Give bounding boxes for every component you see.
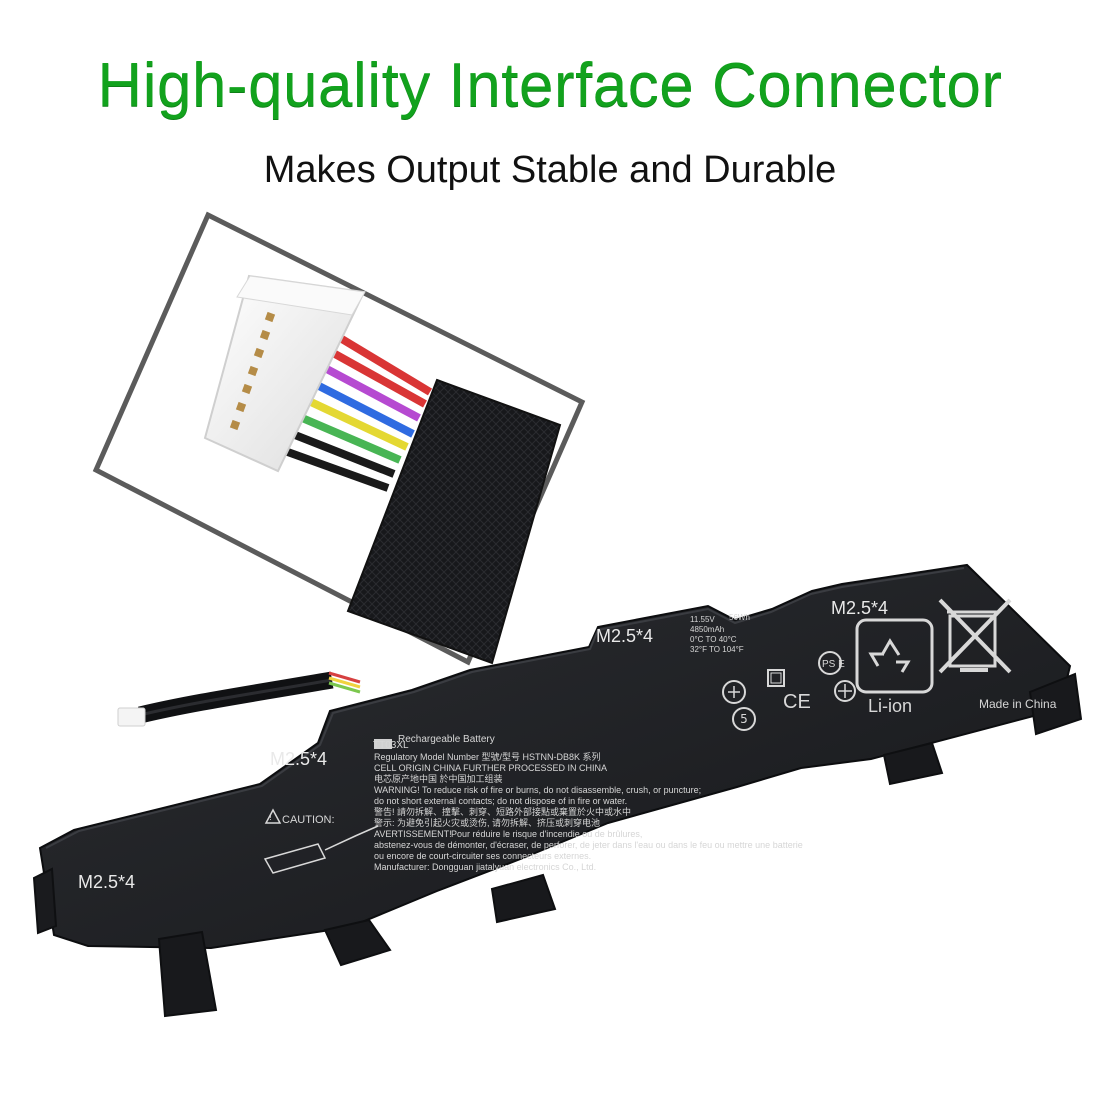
battery-label-block: TT03XL Rechargeable Battery Regulatory M… xyxy=(373,734,803,872)
fr-warning-line-2: abstenez-vous de démonter, d'écraser, de… xyxy=(374,840,803,850)
regulatory-line: Regulatory Model Number 型號/型号 HSTNN-DB8K… xyxy=(374,751,601,762)
rechargeable-label: Rechargeable Battery xyxy=(398,734,495,745)
mount-label-center: M2.5*4 xyxy=(596,626,653,646)
origin-cn-line: 电芯原产地中国 於中国加工组装 xyxy=(374,773,503,784)
svg-text:!: ! xyxy=(269,813,272,822)
ce-mark: CE xyxy=(783,691,811,713)
manufacturer-line: Manufacturer: Dongguan jiatalyuan electr… xyxy=(374,862,596,872)
origin-line: CELL ORIGIN CHINA FURTHER PROCESSED IN C… xyxy=(374,763,607,773)
fr-warning-line: Pour réduire le risque d'incendie ou de … xyxy=(451,829,642,839)
battery-cable xyxy=(117,671,361,727)
spec-lines: 11.55V 56Wh 4850mAh 0°C TO 40°C 32°F TO … xyxy=(690,613,750,654)
mount-label-left: M2.5*4 xyxy=(78,872,135,892)
recycle-label: Li-ion xyxy=(868,696,912,716)
fr-warning-line-3: ou encore de court-circuiter ses connect… xyxy=(374,851,591,861)
fr-warning-title: AVERTISSEMENT! xyxy=(374,829,452,839)
mount-label-center-left: M2.5*4 xyxy=(270,749,327,769)
caution-area: CAUTION: ! xyxy=(263,808,379,874)
mount-label-right: M2.5*4 xyxy=(831,598,888,618)
headline: High-quality Interface Connector xyxy=(97,51,1003,120)
battery-model: TT03XL xyxy=(373,740,409,751)
recycle-symbol: Li-ion xyxy=(855,618,934,716)
certification-symbols: 5 CE PS E xyxy=(722,651,856,731)
svg-text:5: 5 xyxy=(740,712,748,726)
cn-warning-line-2: 警示: 为避免引起火灾或烫伤, 请勿拆解、挤压或刺穿电池 xyxy=(374,817,600,828)
caution-label: CAUTION: xyxy=(282,814,335,826)
pse-mark: PS E xyxy=(822,659,845,670)
battery-pack: M2.5*4 M2.5*4 M2.5*4 M2.5*4 TT03XL Recha… xyxy=(32,563,1083,1018)
warning-line-2: do not short external contacts; do not d… xyxy=(374,796,627,806)
warning-line: WARNING! To reduce risk of fire or burns… xyxy=(374,785,701,795)
spec-line-1: 11.55V xyxy=(690,615,715,624)
connector-pins xyxy=(229,311,276,431)
connector-closeup xyxy=(203,274,562,665)
spec-line-2: 56Wh xyxy=(729,613,750,622)
cn-warning-line: 警告! 請勿拆解、撞擊、刺穿、短路外部接點或棄置於火中或水中 xyxy=(374,806,631,817)
spec-line-3: 4850mAh xyxy=(690,625,724,634)
subheadline: Makes Output Stable and Durable xyxy=(263,149,837,191)
waste-bin-symbol xyxy=(938,598,1012,674)
spec-line-4: 0°C TO 40°C xyxy=(690,635,737,644)
spec-line-5: 32°F TO 104°F xyxy=(690,645,744,654)
made-in-label: Made in China xyxy=(979,697,1057,711)
